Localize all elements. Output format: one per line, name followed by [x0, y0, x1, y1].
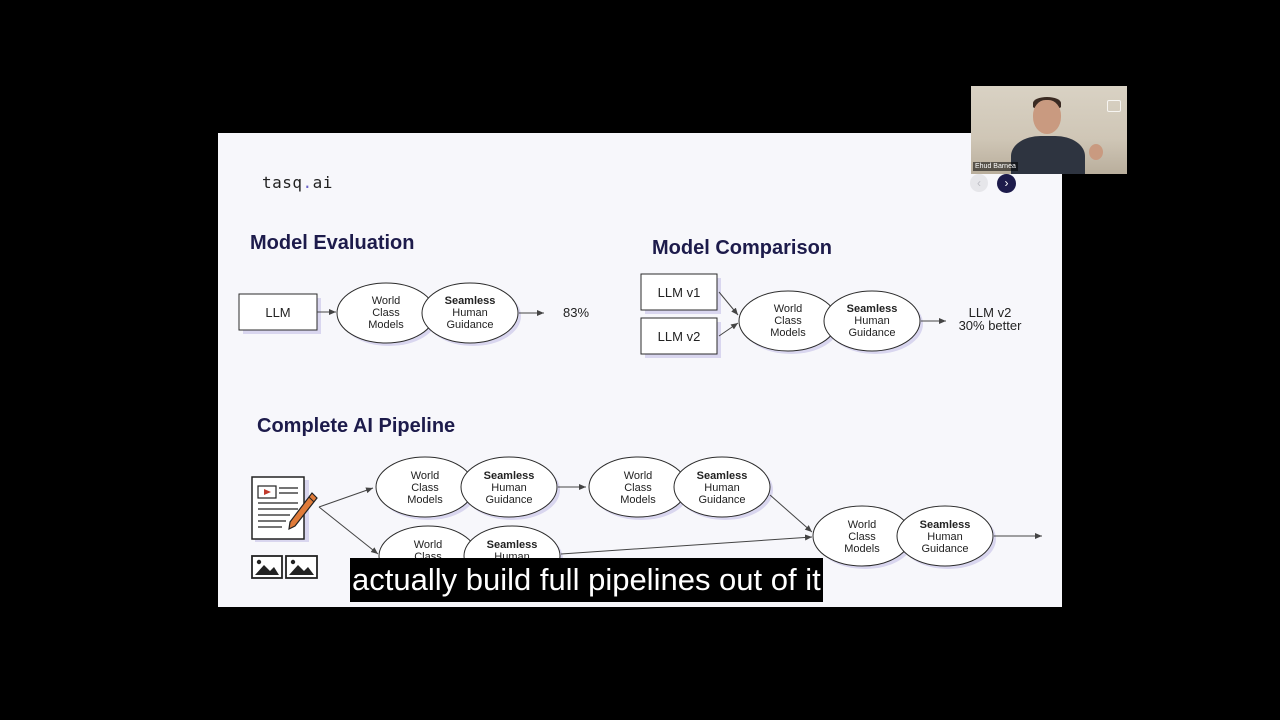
pipe-b-seamless-line2: Human	[704, 482, 739, 494]
next-arrow-icon: ›	[1004, 176, 1009, 190]
pipeline-title: Complete AI Pipeline	[257, 415, 455, 437]
image-icon	[251, 555, 283, 579]
next-slide-button[interactable]: ›	[997, 174, 1016, 193]
pipe-seamless-ellipse-a: Seamless Human Guidance	[460, 456, 560, 520]
pipe-seamless-ellipse-d: Seamless Human Guidance	[896, 505, 996, 569]
pipe-d-seamless-line2: Human	[927, 531, 962, 543]
pipe-a-world-line3: Models	[407, 494, 443, 506]
video-document-icon	[251, 476, 309, 542]
pipe-d-world-line1: World	[848, 519, 877, 531]
cmp-world-line3: Models	[770, 327, 806, 339]
cmp-seamless-line1: Seamless	[847, 303, 898, 315]
pipe-arrow-bottom	[318, 506, 379, 555]
pipe-a-seamless-line2: Human	[491, 482, 526, 494]
pipe-d-seamless-line1: Seamless	[920, 519, 971, 531]
pipe-world-ellipse-b: World Class Models	[588, 456, 690, 520]
person-head	[1033, 100, 1061, 134]
pipe-d-seamless-line3: Guidance	[921, 543, 968, 555]
pipe-b-world-line3: Models	[620, 494, 656, 506]
image-icon	[285, 555, 318, 579]
eval-seamless-line3: Guidance	[446, 319, 493, 331]
eval-result: 83%	[563, 305, 589, 320]
pipe-arrow-top	[318, 487, 374, 508]
cmp-result-line2: 30% better	[959, 318, 1023, 333]
eval-world-line1: World	[372, 295, 401, 307]
pipe-c-seamless-line1: Seamless	[487, 539, 538, 551]
prev-slide-button[interactable]: ‹	[970, 174, 988, 192]
cmp-arrow-v1	[718, 291, 739, 316]
pipe-d-world-line3: Models	[844, 543, 880, 555]
pipe-arrow-c-d	[560, 534, 813, 555]
prev-arrow-icon: ‹	[977, 176, 981, 190]
video-caption: actually build full pipelines out of it	[350, 558, 823, 602]
diagram-canvas: Model Evaluation LLM World Class Models …	[238, 232, 1042, 589]
person-hand	[1089, 144, 1103, 160]
eval-seamless-line1: Seamless	[445, 295, 496, 307]
pencil-icon	[288, 492, 318, 531]
eval-world-line3: Models	[368, 319, 404, 331]
pipe-b-world-line1: World	[624, 470, 653, 482]
evaluation-title: Model Evaluation	[250, 232, 414, 254]
eval-seamless-line2: Human	[452, 307, 487, 319]
brand-name-part1: tasq	[262, 173, 303, 192]
cmp-world-line2: Class	[774, 315, 802, 327]
pipe-a-world-line2: Class	[411, 482, 439, 494]
eval-llm-box: LLM	[238, 293, 321, 334]
person-body	[1011, 136, 1085, 174]
webcam-video: Ehud Barnea	[971, 86, 1127, 174]
pipe-b-seamless-line1: Seamless	[697, 470, 748, 482]
brand-name-part2: ai	[312, 173, 333, 192]
pipe-d-world-line2: Class	[848, 531, 876, 543]
cmp-seamless-line3: Guidance	[848, 327, 895, 339]
brand-dot: .	[302, 173, 313, 192]
webcam-name-label: Ehud Barnea	[973, 162, 1018, 171]
cmp-llm-v2-box: LLM v2	[640, 317, 721, 358]
comparison-title: Model Comparison	[652, 237, 832, 259]
pipe-arrow-b-d	[769, 494, 813, 533]
pipe-world-ellipse-d: World Class Models	[812, 505, 914, 569]
cmp-seamless-ellipse: Seamless Human Guidance	[823, 290, 923, 354]
pipe-b-seamless-line3: Guidance	[698, 494, 745, 506]
pipe-c-world-line1: World	[414, 539, 443, 551]
cmp-world-ellipse: World Class Models	[738, 290, 840, 354]
eval-world-ellipse: World Class Models	[336, 282, 438, 346]
pipe-a-world-line1: World	[411, 470, 440, 482]
cmp-llm-v1-label: LLM v1	[658, 285, 701, 300]
pipe-a-seamless-line3: Guidance	[485, 494, 532, 506]
cmp-seamless-line2: Human	[854, 315, 889, 327]
camera-icon	[1107, 100, 1121, 112]
cmp-world-line1: World	[774, 303, 803, 315]
presentation-slide: tasq.ai Model Evaluation LLM World Class…	[218, 133, 1062, 607]
eval-seamless-ellipse: Seamless Human Guidance	[421, 282, 521, 346]
cmp-arrow-v2	[718, 322, 739, 337]
cmp-llm-v2-label: LLM v2	[658, 329, 701, 344]
pipe-b-world-line2: Class	[624, 482, 652, 494]
eval-world-line2: Class	[372, 307, 400, 319]
pipe-seamless-ellipse-b: Seamless Human Guidance	[673, 456, 773, 520]
cmp-result-line1: LLM v2	[969, 305, 1012, 320]
cmp-llm-v1-box: LLM v1	[640, 273, 721, 314]
eval-llm-label: LLM	[265, 305, 290, 320]
pipe-world-ellipse-a: World Class Models	[375, 456, 477, 520]
brand-logo: tasq.ai	[262, 173, 333, 192]
pipe-a-seamless-line1: Seamless	[484, 470, 535, 482]
